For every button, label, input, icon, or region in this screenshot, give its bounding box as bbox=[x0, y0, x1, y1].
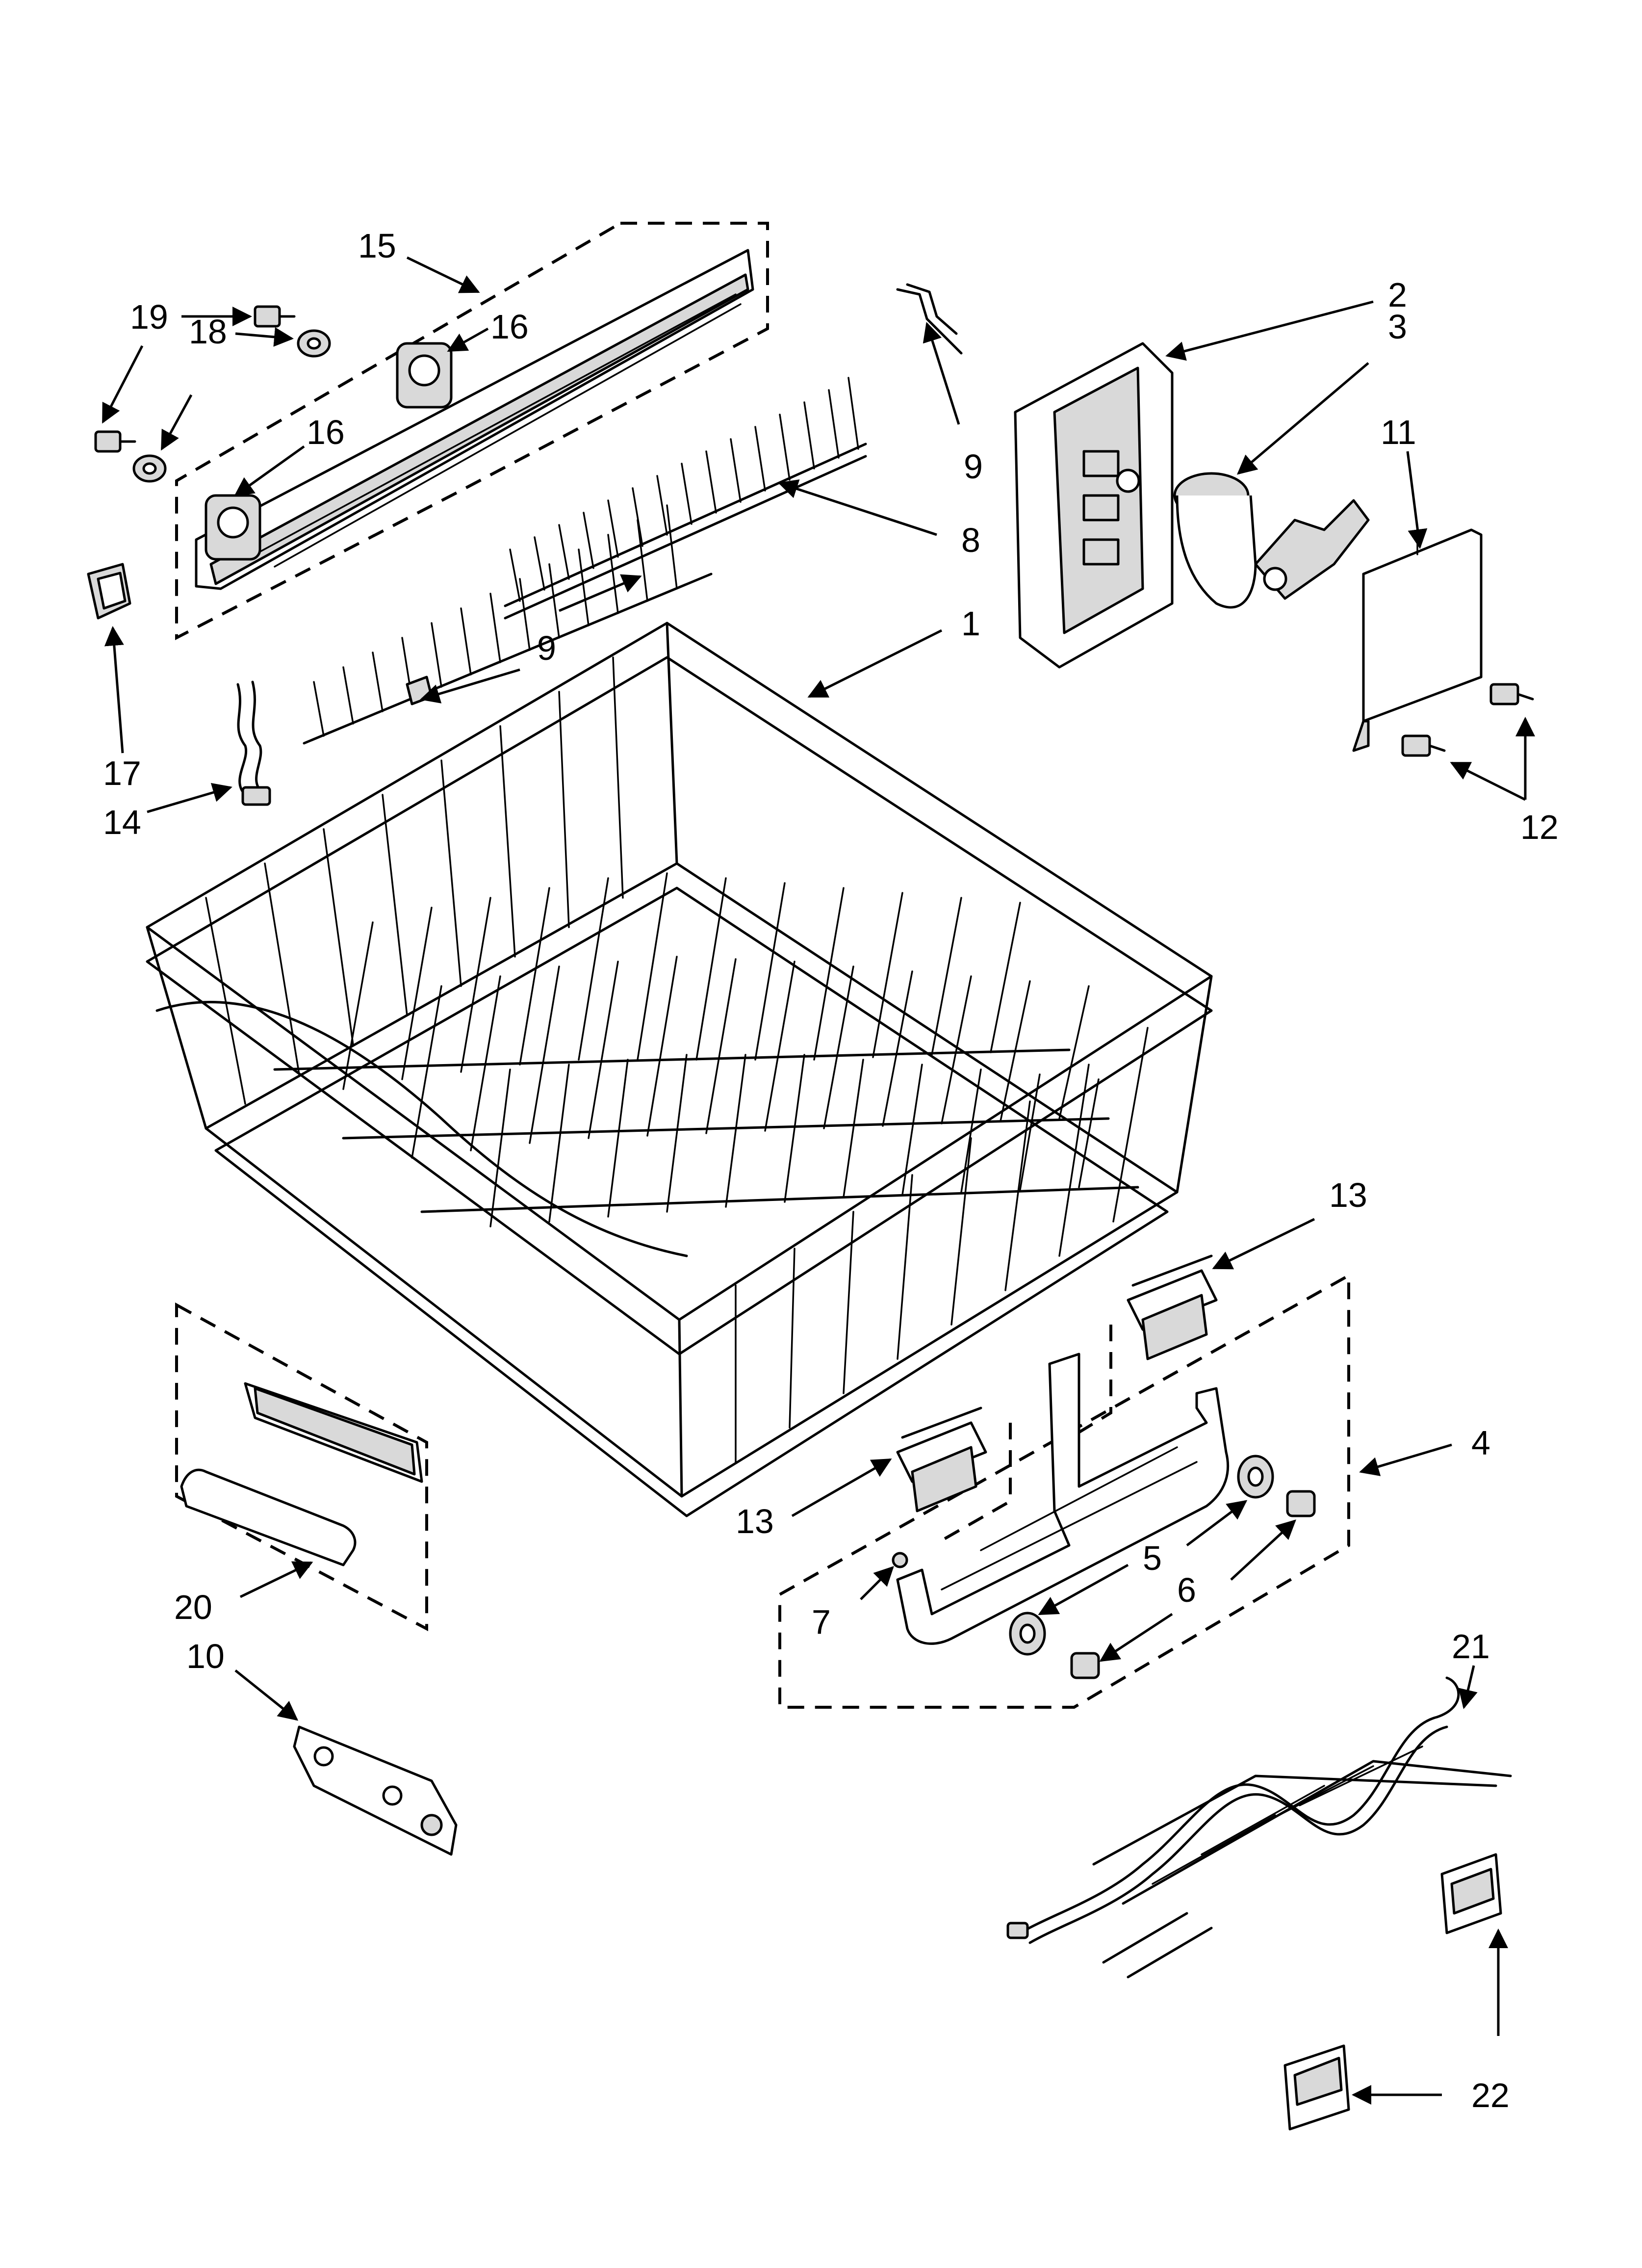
leader-8 bbox=[778, 479, 937, 536]
handle-retainer bbox=[293, 1725, 458, 1856]
upper-dishrack bbox=[146, 622, 1213, 1517]
rail-assembly-group-outline bbox=[175, 222, 769, 640]
leader-3 bbox=[1236, 362, 1369, 475]
leader-5b bbox=[1038, 1564, 1129, 1616]
washer-7 bbox=[892, 1552, 908, 1568]
adjuster-clip-lower bbox=[896, 1407, 987, 1512]
leader-13-upper bbox=[1212, 1218, 1315, 1270]
pin-6-left bbox=[1070, 1652, 1100, 1679]
tine-clip-upper bbox=[896, 283, 963, 355]
rack-handle bbox=[180, 1382, 423, 1566]
callout-3: 3 bbox=[1388, 308, 1407, 346]
washer-18-upper bbox=[297, 329, 331, 358]
upper-rack-rail bbox=[195, 249, 754, 590]
screw-19-upper bbox=[254, 305, 296, 328]
leader-15 bbox=[406, 256, 480, 293]
leader-11 bbox=[1406, 451, 1428, 549]
callout-11: 11 bbox=[1381, 413, 1416, 451]
rack-adjuster-bracket bbox=[1014, 342, 1174, 669]
rail-wheel-housing-right bbox=[396, 342, 453, 409]
rack-adjuster-lever bbox=[1173, 472, 1370, 609]
callout-1: 1 bbox=[961, 604, 980, 643]
callout-20: 20 bbox=[174, 1588, 212, 1626]
leader-9-lower bbox=[420, 668, 520, 704]
leader-6b bbox=[1099, 1613, 1173, 1662]
leader-1 bbox=[807, 629, 943, 698]
leader-16b bbox=[233, 445, 305, 497]
leader-9-upper bbox=[923, 322, 960, 425]
handle-group-outline bbox=[175, 1302, 428, 1631]
callout-10: 10 bbox=[186, 1637, 225, 1675]
leader-21 bbox=[1458, 1665, 1478, 1709]
leader-17 bbox=[104, 626, 124, 754]
leader-10 bbox=[234, 1669, 299, 1721]
washer-18-lower bbox=[132, 454, 167, 483]
rack-wire-assembly bbox=[1006, 1676, 1512, 1979]
callout-9-upper: 9 bbox=[964, 447, 983, 486]
callout-13-upper: 13 bbox=[1329, 1176, 1367, 1214]
callout-22: 22 bbox=[1471, 2076, 1510, 2114]
callout-19: 19 bbox=[130, 298, 168, 336]
leader-5a bbox=[1186, 1500, 1248, 1546]
rack-adjuster-group-outline bbox=[778, 1273, 1350, 1709]
rack-wire-clip-right bbox=[1440, 1853, 1502, 1934]
callout-15: 15 bbox=[358, 227, 396, 265]
leader-20 bbox=[239, 1561, 313, 1598]
leader-16a bbox=[447, 327, 489, 352]
rack-adjuster-frame bbox=[896, 1353, 1230, 1645]
callout-13-lower: 13 bbox=[736, 1502, 774, 1540]
screw-12-lower bbox=[1401, 734, 1446, 757]
tine-row-upper bbox=[504, 377, 867, 620]
callout-6: 6 bbox=[1177, 1571, 1196, 1609]
leader-14 bbox=[147, 782, 232, 813]
callout-7: 7 bbox=[812, 1603, 831, 1641]
callout-12: 12 bbox=[1520, 808, 1559, 846]
callout-21: 21 bbox=[1452, 1627, 1490, 1666]
leader-18 bbox=[235, 327, 294, 347]
leader-6a bbox=[1230, 1519, 1296, 1581]
screw-19-lower bbox=[94, 430, 136, 453]
pin-6-right bbox=[1286, 1490, 1316, 1517]
leader-2 bbox=[1165, 300, 1374, 361]
leader-9-lower-b bbox=[559, 574, 642, 612]
leader-12b bbox=[1450, 761, 1526, 801]
leader-7 bbox=[860, 1566, 894, 1600]
rail-wheel-housing-left bbox=[205, 494, 261, 561]
rack-wire-clip-left bbox=[1283, 2044, 1350, 2131]
bushing-5-left bbox=[1009, 1612, 1046, 1656]
screw-12-upper bbox=[1489, 683, 1534, 705]
leader-19b bbox=[102, 345, 144, 424]
callout-16-lower: 16 bbox=[307, 413, 345, 451]
callout-4: 4 bbox=[1471, 1424, 1490, 1462]
tine-row-lower bbox=[303, 504, 713, 745]
adjuster-inner-dashed-outline bbox=[1053, 1325, 1112, 1449]
adjuster-clip-upper bbox=[1127, 1254, 1218, 1360]
tine-row-clip bbox=[236, 680, 271, 806]
callout-17: 17 bbox=[103, 754, 141, 792]
callout-5: 5 bbox=[1143, 1539, 1162, 1577]
callout-18: 18 bbox=[189, 313, 227, 351]
callout-8: 8 bbox=[961, 521, 980, 559]
leader-13-lower bbox=[791, 1458, 892, 1517]
leader-18b bbox=[160, 394, 193, 451]
callout-14: 14 bbox=[103, 803, 141, 841]
callout-16-upper: 16 bbox=[490, 308, 529, 346]
callout-9-lower: 9 bbox=[537, 629, 556, 667]
callout-2: 2 bbox=[1388, 276, 1407, 314]
rack-adjuster-cover bbox=[1352, 528, 1483, 752]
rail-end-cap bbox=[87, 563, 131, 620]
leader-4 bbox=[1359, 1443, 1452, 1476]
bushing-5-right bbox=[1237, 1455, 1274, 1499]
